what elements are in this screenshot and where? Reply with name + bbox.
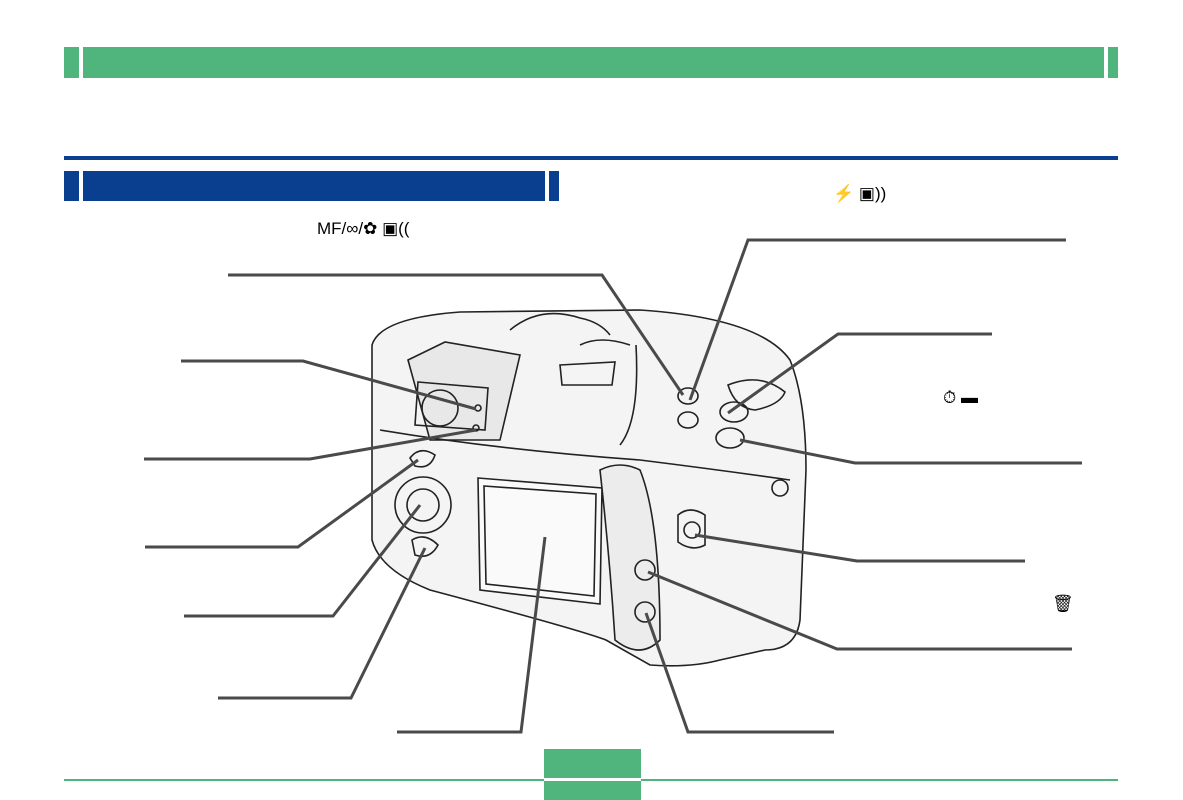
page-number-tab: [544, 749, 641, 800]
flash-icon: ⚡ ▣)): [833, 184, 887, 203]
delete-icon: 🗑: [1052, 594, 1074, 613]
focus-mode-icon: MF/∞/✿ ▣((: [317, 219, 410, 238]
header-bar: [64, 47, 1118, 78]
self-timer-icon: ⏱ ▬: [943, 388, 978, 407]
section-title-bar: [64, 171, 559, 201]
section-divider: [64, 156, 1118, 160]
